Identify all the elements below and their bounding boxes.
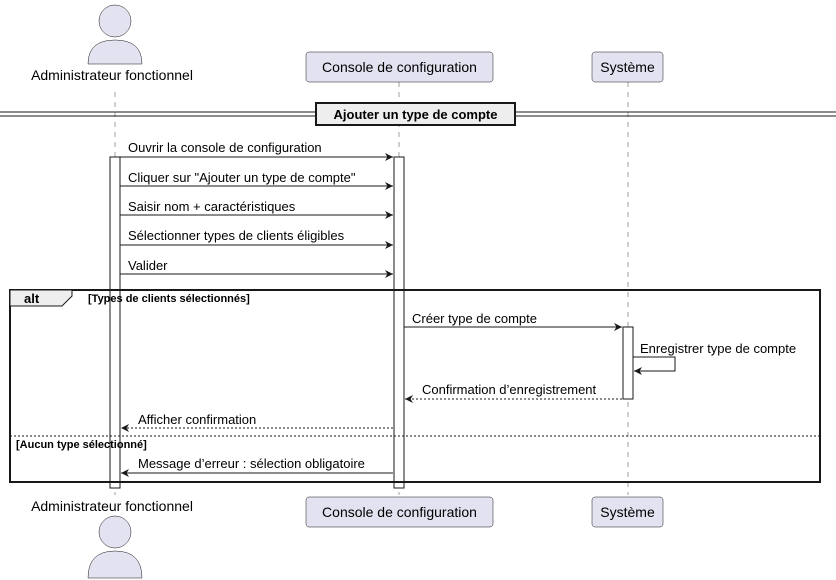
actor-admin-bottom: Administrateur fonctionnel <box>31 498 193 579</box>
participant-system-top: Système <box>591 51 664 83</box>
message-error: Message d’erreur : sélection obligatoire <box>121 456 393 477</box>
activation-console <box>393 156 405 489</box>
activation-system <box>622 326 634 400</box>
alt-frame: alt [Types de clients sélectionnés] [Auc… <box>9 289 821 483</box>
participant-admin-label-top: Administrateur fonctionnel <box>31 67 193 83</box>
svg-text:Confirmation d’enregistrement: Confirmation d’enregistrement <box>422 382 597 397</box>
person-icon <box>87 515 143 579</box>
message-select-types: Sélectionner types de clients éligibles <box>120 228 393 249</box>
participant-console-label-bottom: Console de configuration <box>322 504 477 520</box>
participant-system-label-top: Système <box>600 59 655 75</box>
participant-console-top: Console de configuration <box>305 51 494 83</box>
message-save-type: Enregistrer type de compte <box>633 341 796 375</box>
message-show-confirm: Afficher confirmation <box>121 412 393 432</box>
message-validate: Valider <box>120 258 393 278</box>
svg-text:Message d’erreur : sélection o: Message d’erreur : sélection obligatoire <box>138 456 365 471</box>
participant-admin-label-bottom: Administrateur fonctionnel <box>31 498 193 514</box>
participant-system-label-bottom: Système <box>600 504 655 520</box>
divider: Ajouter un type de compte <box>0 102 836 126</box>
participant-console-label-top: Console de configuration <box>322 59 477 75</box>
svg-text:Sélectionner types de clients: Sélectionner types de clients éligibles <box>128 228 345 243</box>
message-create-type: Créer type de compte <box>404 311 622 331</box>
svg-text:Valider: Valider <box>128 258 168 273</box>
message-confirm-save: Confirmation d’enregistrement <box>405 382 622 403</box>
svg-text:Créer type de compte: Créer type de compte <box>412 311 537 326</box>
actor-admin-top: Administrateur fonctionnel <box>31 4 193 83</box>
svg-text:Saisir nom + caractéristiques: Saisir nom + caractéristiques <box>128 199 296 214</box>
divider-title: Ajouter un type de compte <box>334 107 498 122</box>
participant-system-bottom: Système <box>591 496 664 528</box>
alt-guard-1: [Types de clients sélectionnés] <box>88 293 250 305</box>
message-open-console: Ouvrir la console de configuration <box>120 140 393 161</box>
person-icon <box>87 4 143 65</box>
participant-console-bottom: Console de configuration <box>305 496 494 528</box>
alt-keyword: alt <box>24 291 40 306</box>
svg-text:Enregistrer type de compte: Enregistrer type de compte <box>640 341 796 356</box>
svg-text:Afficher confirmation: Afficher confirmation <box>138 412 256 427</box>
message-click-add: Cliquer sur "Ajouter un type de compte" <box>120 170 393 190</box>
alt-guard-2: [Aucun type sélectionné] <box>16 439 147 451</box>
svg-text:Ouvrir la console de configura: Ouvrir la console de configuration <box>128 140 322 155</box>
activation-admin <box>109 156 121 489</box>
message-enter-name: Saisir nom + caractéristiques <box>120 199 393 219</box>
svg-text:Cliquer sur "Ajouter un type d: Cliquer sur "Ajouter un type de compte" <box>128 170 356 185</box>
